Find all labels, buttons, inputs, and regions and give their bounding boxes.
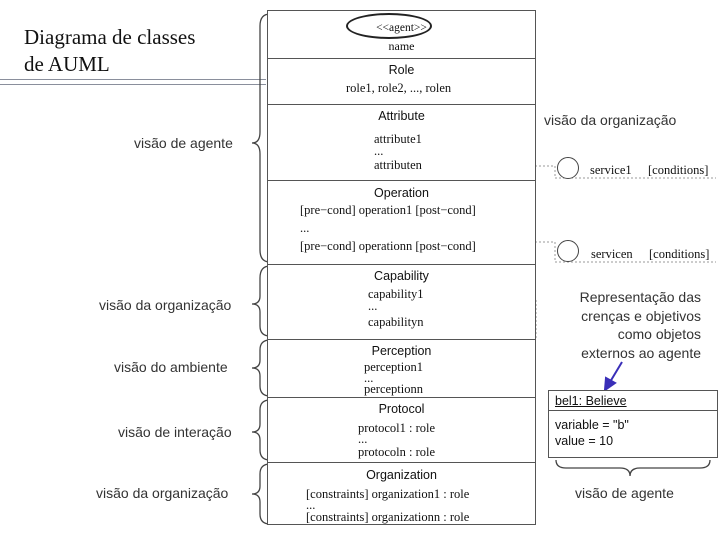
operation-line-3: [pre−cond] operationn [post−cond]	[300, 239, 476, 253]
note-line-4: externos ao agente	[581, 344, 701, 361]
object-separator	[549, 410, 717, 411]
label-interaction-view: visão de interação	[118, 424, 232, 440]
perception-line-1: perception1	[364, 360, 424, 374]
interface-line-servicen	[535, 241, 716, 263]
service1-name: service1	[590, 163, 632, 177]
capability-line-1: capability1	[368, 287, 424, 301]
bracket-agent-view	[251, 13, 271, 263]
bracket-capability	[251, 265, 271, 337]
protocol-line-1: protocol1 : role	[358, 421, 436, 435]
label-organization-view-capability: visão da organização	[99, 297, 232, 313]
operation-line-1: [pre−cond] operation1 [post−cond]	[300, 203, 476, 217]
perception-line-3: perceptionn	[364, 382, 424, 396]
object-attr-variable: variable = "b"	[555, 418, 629, 432]
section-protocol: Protocol protocol1 : role ... protocoln …	[268, 397, 535, 463]
title-line-1: Diagrama de classes	[24, 25, 196, 49]
attribute-label: Attribute	[378, 109, 425, 123]
servicen-conditions: [conditions]	[649, 247, 710, 261]
servicen-name: servicen	[591, 247, 633, 261]
note-line-3: como objetos	[617, 326, 701, 342]
attribute-line-1: attribute1	[374, 132, 422, 146]
operation-label: Operation	[374, 186, 429, 200]
title-rule-bottom	[0, 84, 266, 85]
capability-label: Capability	[374, 269, 429, 283]
service1-interface-circle	[557, 157, 579, 179]
note-arrow-line	[609, 361, 623, 383]
organization-line-1: [constraints] organization1 : role	[306, 487, 470, 501]
service1-conditions: [conditions]	[648, 163, 709, 177]
servicen-interface-circle	[557, 240, 579, 262]
object-attr-value: value = 10	[555, 434, 614, 448]
perception-line-2: ...	[364, 371, 374, 385]
title-line-2: de AUML	[24, 52, 110, 76]
bracket-object	[555, 459, 711, 477]
bracket-protocol	[251, 399, 271, 461]
agent-name-text: name	[388, 39, 415, 53]
bracket-perception	[251, 339, 271, 397]
slide-title: Diagrama de classes de AUML	[24, 24, 195, 78]
protocol-label: Protocol	[378, 402, 425, 416]
section-organization: Organization [constraints] organization1…	[268, 462, 535, 525]
organization-line-3: [constraints] organizationn : role	[306, 510, 470, 524]
operation-line-2: ...	[300, 221, 310, 235]
role-label: Role	[388, 63, 415, 77]
label-agent-view: visão de agente	[134, 135, 233, 151]
label-agent-view-right: visão de agente	[575, 485, 674, 501]
title-rule-top	[0, 79, 266, 80]
section-capability: Capability capability1 ... capabilityn	[268, 264, 535, 340]
organization-line-2: ...	[306, 498, 316, 512]
note-arrow-head	[603, 376, 617, 393]
capability-line-2: ...	[368, 299, 378, 313]
beliefs-note: Representação das crenças e objetivos co…	[545, 288, 701, 362]
interface-line-service1	[535, 165, 716, 179]
object-title: bel1: Believe	[555, 394, 627, 408]
protocol-line-3: protocoln : role	[358, 445, 436, 459]
label-organization-view-organization: visão da organização	[96, 485, 229, 501]
role-line: role1, role2, ..., rolen	[346, 81, 452, 95]
section-operation: Operation [pre−cond] operation1 [post−co…	[268, 180, 535, 265]
section-role: Role role1, role2, ..., rolen	[268, 58, 535, 105]
note-line-2: crenças e objetivos	[581, 307, 701, 324]
label-environment-view: visão do ambiente	[114, 359, 228, 375]
attribute-line-3: attributen	[374, 158, 422, 172]
label-organization-view-right: visão da organização	[544, 112, 677, 128]
stereotype-highlight-ellipse	[346, 13, 432, 39]
section-attribute: Attribute attribute1 ... attributen	[268, 104, 535, 181]
protocol-line-2: ...	[358, 432, 368, 446]
capability-line-3: capabilityn	[368, 315, 424, 329]
organization-label: Organization	[366, 468, 437, 482]
believe-object-box: bel1: Believe variable = "b" value = 10	[548, 390, 718, 458]
perception-label: Perception	[371, 344, 432, 358]
section-perception: Perception perception1 ... perceptionn	[268, 339, 535, 398]
bracket-organization	[251, 463, 271, 525]
attribute-line-2: ...	[374, 144, 384, 158]
agent-class-box: <<agent>> name Role role1, role2, ..., r…	[267, 10, 536, 525]
note-line-1: Representação das	[579, 289, 701, 305]
